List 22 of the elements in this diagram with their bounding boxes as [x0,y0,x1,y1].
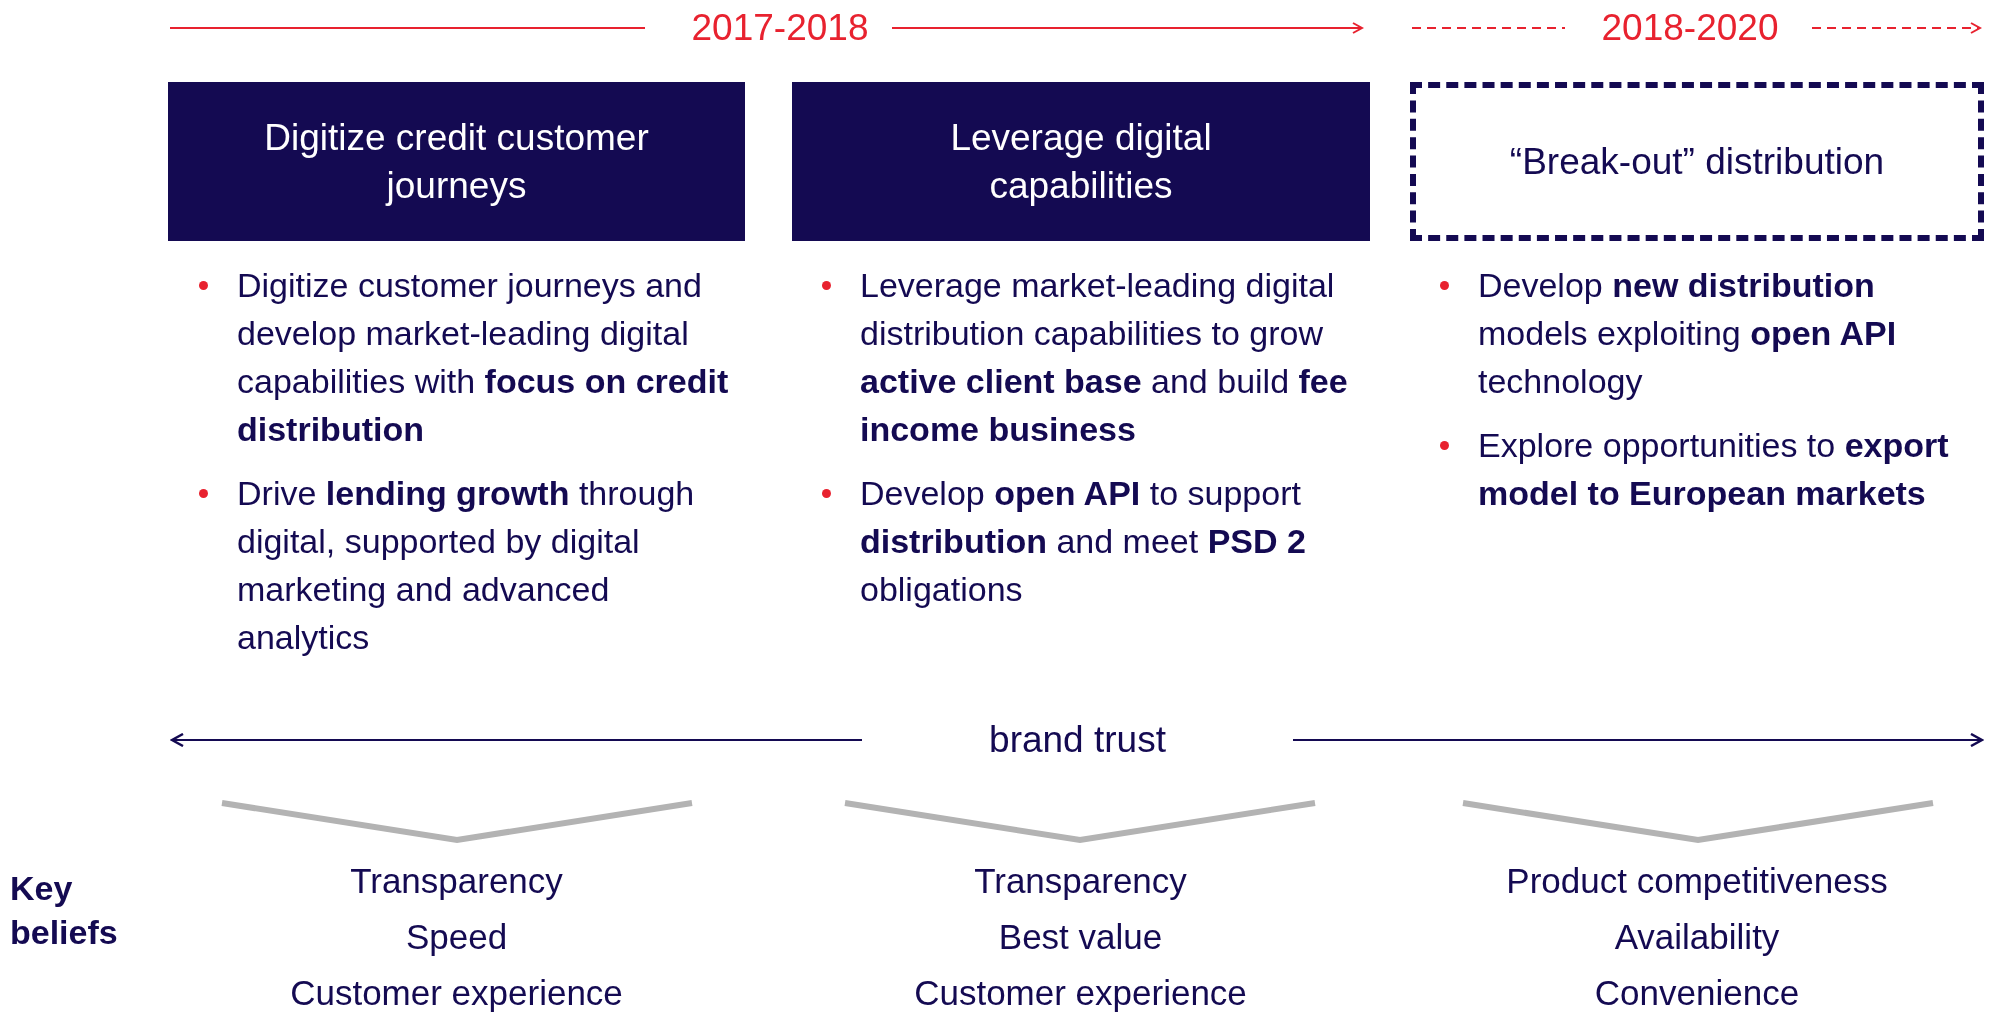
bullet-text: Develop open API to support distribution and meet PSD 2 obligations [860,473,1307,610]
header-box: Leverage digital capabilities [792,82,1370,241]
belief-text: Convenience [1593,972,1801,1014]
period-label: 2018-2020 [1600,6,1780,50]
belief-text: Best value [997,916,1164,958]
bullet-text: Develop new distribution models exploiting open API technology [1478,265,1898,402]
belief-text: Customer experience [289,972,624,1014]
bullet-text: Leverage market-leading digital distribution capabilities to grow active client base and build fee income business [860,265,1349,450]
dashed-header-box: “Break-out” distribution [1410,82,1984,241]
belief-text: Transparency [349,860,564,902]
belief-text: Product competitiveness [1505,860,1889,902]
banner-label: brand trust [988,718,1167,762]
belief-text: Availability [1613,916,1781,958]
row-heading: Key beliefs [10,868,119,954]
belief-text: Customer experience [913,972,1248,1014]
bullet-text: Explore opportunities to export model to European markets [1478,425,1950,514]
bullet-text: Drive lending growth through digital, supported by digital marketing and advanced analytics [237,473,696,658]
period-label: 2017-2018 [690,6,870,50]
belief-text: Transparency [973,860,1188,902]
bullet-text: Digitize customer journeys and develop market-leading digital capabilities with focus on credit distribution [237,265,730,450]
header-box: Digitize credit customer journeys [168,82,745,241]
belief-text: Speed [404,916,509,958]
